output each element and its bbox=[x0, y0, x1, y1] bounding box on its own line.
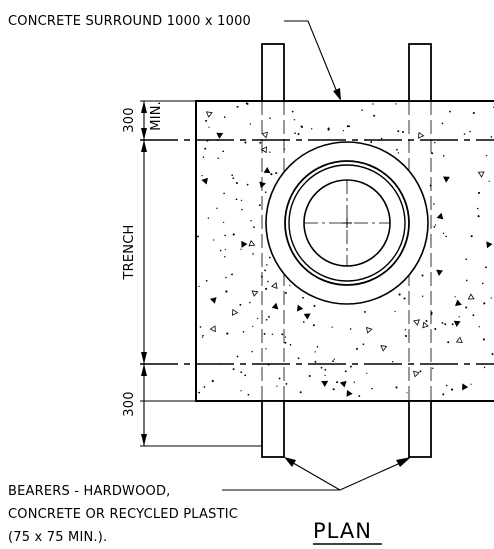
pipe-ring-3 bbox=[288, 164, 406, 282]
bearer-left-top bbox=[261, 43, 285, 102]
dim-top-note: MIN. bbox=[149, 101, 164, 131]
bearer-right-bottom bbox=[408, 400, 432, 458]
dim-bottom-value: 300 bbox=[122, 391, 137, 416]
dim-arrow bbox=[141, 364, 147, 376]
dim-arrow bbox=[141, 352, 147, 364]
surround-callout: CONCRETE SURROUND 1000 x 1000 bbox=[8, 14, 341, 101]
surround-label: CONCRETE SURROUND 1000 x 1000 bbox=[8, 14, 251, 29]
vertical-dimension: 300 MIN. TRENCH 300 bbox=[122, 100, 262, 447]
view-title: PLAN bbox=[313, 519, 382, 545]
bearers-line-3: (75 x 75 MIN.). bbox=[8, 530, 107, 545]
plan-title: PLAN bbox=[313, 519, 372, 543]
dim-arrow bbox=[141, 128, 147, 140]
dim-arrow bbox=[141, 434, 147, 446]
leader-arrow bbox=[284, 457, 296, 467]
dim-arrow bbox=[141, 140, 147, 152]
dim-arrow bbox=[141, 101, 147, 113]
pipe-chamber bbox=[265, 141, 429, 305]
dim-trench-label: TRENCH bbox=[122, 225, 137, 281]
dim-top-value: 300 bbox=[122, 107, 137, 132]
leader-arrow bbox=[396, 457, 411, 467]
bearers-callout: BEARERS - HARDWOOD, CONCRETE OR RECYCLED… bbox=[8, 457, 411, 545]
bearer-left-bottom bbox=[261, 400, 285, 458]
trench-lines bbox=[140, 139, 494, 365]
bearers-line-2: CONCRETE OR RECYCLED PLASTIC bbox=[8, 507, 238, 522]
bearer-right-top bbox=[408, 43, 432, 102]
bearers bbox=[261, 43, 432, 458]
pipe-ring-2 bbox=[284, 160, 410, 286]
concrete-aggregate-texture bbox=[197, 102, 494, 397]
leader-arrow bbox=[333, 88, 341, 101]
bearers-line-1: BEARERS - HARDWOOD, bbox=[8, 484, 171, 499]
